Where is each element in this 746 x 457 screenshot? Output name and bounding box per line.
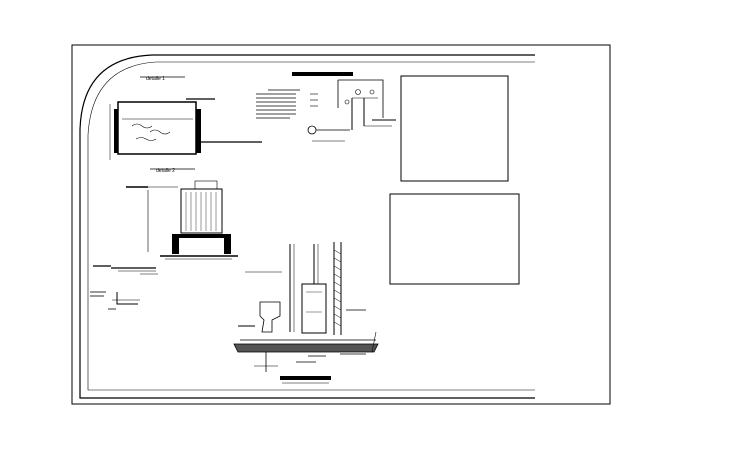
inner-frame-secondary-line: [87, 61, 535, 391]
detail-1-tank-outline: [117, 101, 197, 155]
valve-frame: [337, 79, 384, 118]
valve-fitting-right: [369, 89, 375, 95]
pipe-elbow: [116, 292, 138, 305]
bathroom-plumbing-section: [233, 242, 379, 384]
detail-1-water-waves: [131, 123, 171, 141]
toilet-fixture: [259, 301, 281, 333]
pipe-connection-detail: [90, 265, 158, 310]
tank-support-right: [224, 238, 231, 254]
inner-frame-border: [79, 54, 535, 399]
valve-fitting-top: [355, 89, 361, 95]
tank-body: [180, 188, 223, 234]
break-line: [371, 331, 377, 353]
outer-sheet-border: [71, 44, 611, 405]
valve-connection-detail: [307, 79, 396, 142]
info-box-lower: [389, 193, 520, 285]
detail-2-label: detalle 2: [156, 168, 175, 174]
floor-slab-section: [233, 343, 379, 353]
info-box-upper: [400, 75, 509, 182]
detail-1-section: detalle 1 detalle 2: [109, 76, 262, 174]
detail-1-left-wall: [114, 109, 118, 153]
wall-hatch: [333, 249, 342, 327]
section-title-bar: [280, 376, 331, 380]
tank-lid: [194, 180, 218, 190]
water-heater: [301, 283, 327, 334]
notes-legend-block: [256, 72, 353, 119]
tank-slab: [172, 234, 231, 238]
valve-fitting-left: [344, 99, 350, 105]
notes-title-bar: [292, 72, 353, 76]
valve-elbow-symbol: [307, 125, 317, 135]
detail-1-right-wall: [196, 109, 201, 153]
detail-1-label: detalle 1: [146, 76, 165, 82]
tank-support-left: [172, 238, 179, 254]
water-tank-detail: [126, 180, 238, 260]
